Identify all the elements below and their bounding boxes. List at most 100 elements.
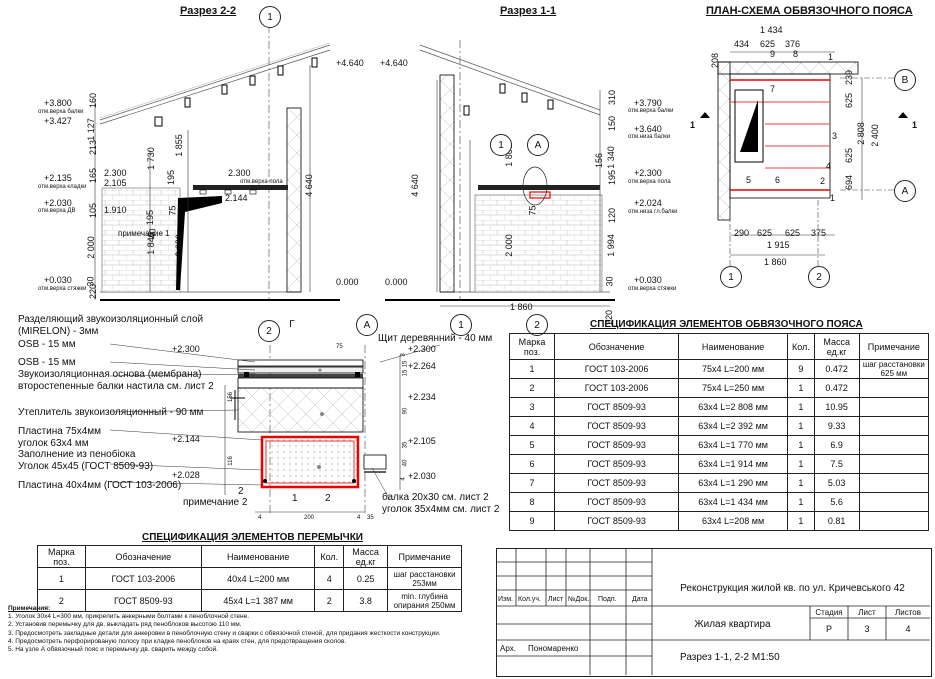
stamp-col-kol: Кол.уч. [518,596,541,603]
elevation-note: отм.верха ДВ [38,208,76,214]
dimension-label: 239 [844,69,855,86]
dimension-label: 2 000 [85,236,96,259]
layer-label: OSB - 15 мм [18,357,76,368]
dimension-label: 165 [88,167,99,184]
dimension-label: 1 915 [767,240,790,250]
dimension-label: 213 [88,139,99,156]
table-row: 1 ГОСТ 103-2006 40x4 L=200 мм 4 0.25 шаг… [37,567,462,590]
object-name: Жилая квартира [694,619,771,630]
cell: 75x4 L=250 мм [678,378,789,398]
cell: 7 [508,473,556,493]
cell: 75x4 L=200 мм [678,359,789,379]
layer-label: (MIRELON) - 3мм [18,326,99,337]
layer-label: Заполнение из пенобіока [18,449,136,460]
elevation-note: отм.верха пола [628,179,671,185]
mark-label: 7 [770,84,776,94]
dimension-label: 75 [336,344,343,350]
angle-label: уголок 35x4мм см. лист 2 [382,504,500,515]
column-header: Обозначение [84,545,202,568]
dimension-label: 195 [607,169,618,186]
layer-label: уголок 63x4 мм [18,438,89,449]
cell: ГОСТ 103-2006 [84,567,202,590]
dimension-label: 200 [304,515,315,521]
arch-label: Арх. [500,644,516,653]
column-header: Наименование [200,545,316,568]
dimension-label: 2 000 [503,234,514,257]
axis-marker-1: 1 [450,314,472,336]
elevation-label: +2.234 [408,392,436,402]
stamp-col-list: Лист [548,596,564,603]
layer-label: Пластина 40x4мм (ГОСТ 103-2006) [18,480,182,491]
axis-marker-a: А [356,314,378,336]
dimension-label: 4 [258,515,262,521]
dimension-label: 375 [811,228,827,238]
dimension-label: 156 [594,152,605,169]
dimension-label: 290 [734,228,750,238]
beam-label: балка 20x30 см. лист 2 [382,492,489,503]
dimension-label: 195 [166,169,177,186]
project-name: Реконструкция жилой кв. по ул. Кричевськ… [680,583,905,594]
elevation-label: +2.105 [408,436,436,446]
cell: 63x4 L=1 290 мм [678,473,789,493]
cut-marker: 1 [690,120,696,130]
elevation-note: отм.верха балки [38,109,84,115]
dimension-label: 156 [228,391,235,403]
stage-header: Стадия [815,608,843,617]
cell: 1 [787,492,815,512]
cell: 5 [508,435,556,455]
dimension-label: 1 994 [605,234,616,257]
note-item: 3. Предосмотреть закладные детали для ан… [8,629,441,637]
dimension-label: 195 [145,209,156,226]
dimension-label: 2 808 [855,122,866,145]
elevation-label: +4.640 [380,58,408,68]
elevation-note: отм.верха стяжки [628,286,677,292]
cell [858,435,930,455]
dimension-label: 35 [367,515,374,521]
stamp-col-izm: Изм. [498,596,513,603]
dimension-label: 35 [402,441,409,449]
height-label: 2.300 [104,168,127,178]
cell: шаг расстановки 253мм [387,567,462,590]
dimension-label: 75 [167,205,178,216]
note-item: 1. Уголок 30x4 L=300 мм, прикрепить анке… [8,613,250,621]
notes-title: Примечания: [8,605,51,612]
column-header: Примечание [858,333,930,360]
dimension-label: 2 000 [173,234,184,257]
dimension-label: 220 [88,283,99,300]
cell: 1 [787,378,815,398]
cell: 63x4 L=1 914 мм [678,454,789,474]
axis-marker-b: В [894,69,916,91]
cell: ГОСТ 8509-93 [554,397,680,417]
cell: 0.472 [813,359,860,379]
mark-label: 2 [820,176,826,186]
elevation-label: +2.264 [408,361,436,371]
cell: 1 [787,454,815,474]
dimension-label: 1 127 [85,118,96,141]
cell: 0.25 [343,567,389,590]
cell: ГОСТ 8509-93 [554,511,680,531]
detail-node-drawing [224,345,401,515]
plan-belt-drawing [700,51,908,268]
cell: 6.9 [813,435,860,455]
belt-spec-title: СПЕЦИФИКАЦИЯ ЭЛЕМЕНТОВ ОБВЯЗОЧНОГО ПОЯСА [590,319,863,330]
elevation-note: отм.низа гл.балки [628,209,678,215]
dimension-label: 15 [402,369,409,377]
column-header: Кол. [787,333,815,360]
table-row: 7 ГОСТ 8509-93 63x4 L=1 290 мм 1 5.03 [508,473,930,493]
column-header: Обозначение [554,333,680,360]
elevation-label: 0.000 [385,277,408,287]
column-header: Наименование [678,333,789,360]
node-marker-a: А [527,134,549,156]
dimension-label: 1 860 [764,257,787,267]
elevation-label: +0.030 [634,275,662,285]
dimension-label: 625 [757,228,773,238]
dimension-label: 4 640 [409,174,420,197]
elevation-label: +2.024 [634,198,662,208]
mark-label: 4 [826,161,832,171]
dimension-label: 75 [527,205,538,216]
elevation-note: отм.низа балки [628,134,671,140]
cell: min. глубина опирания 250мм [387,589,462,612]
mark-label: 3 [832,131,838,141]
cell: 45x4 L=1 387 мм [200,589,316,612]
cell: 3.8 [343,589,389,612]
